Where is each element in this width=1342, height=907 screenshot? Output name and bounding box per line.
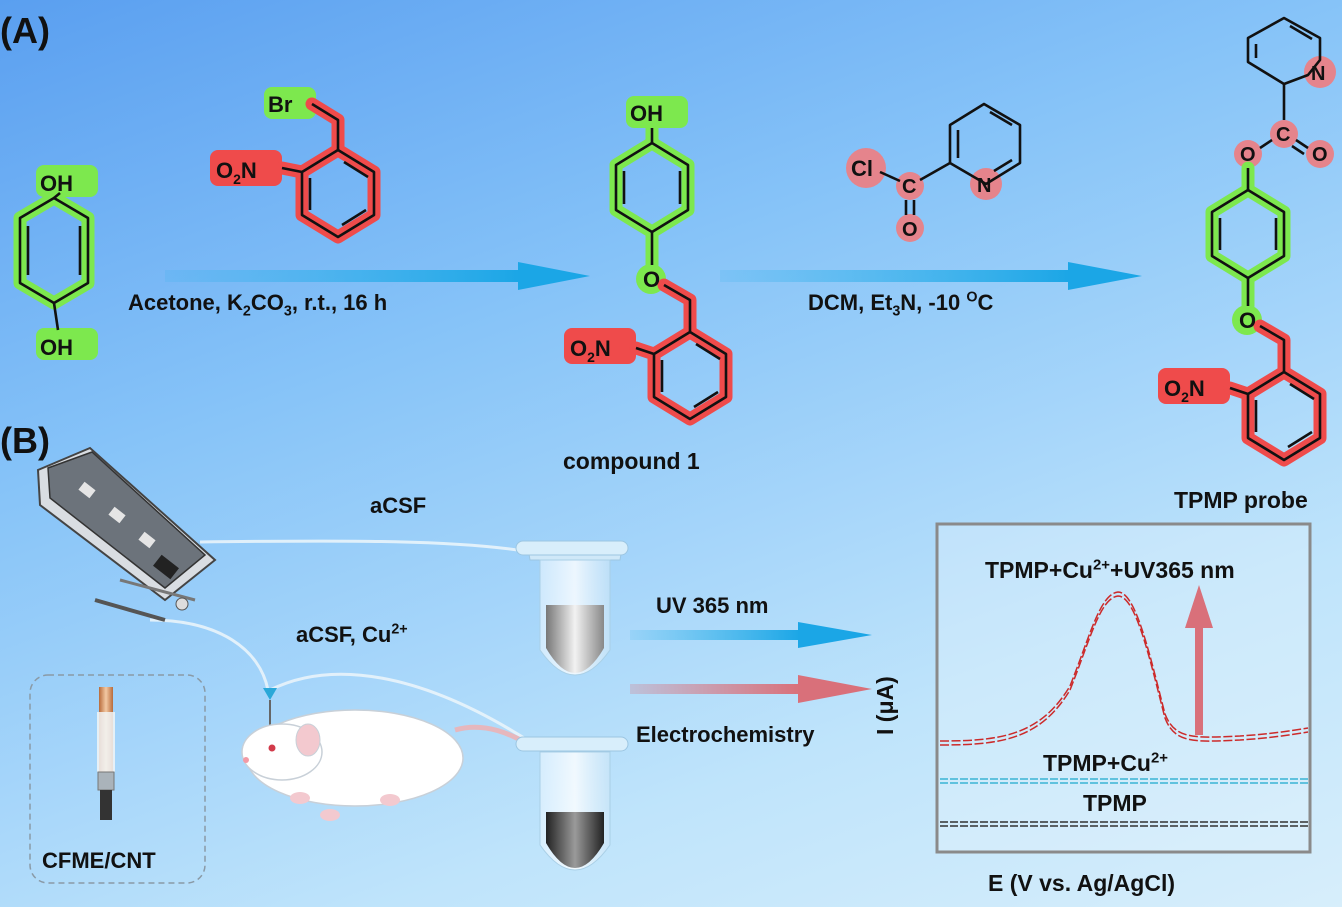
- plot-x-label: E (V vs. Ag/AgCl): [988, 870, 1175, 896]
- nitrobenzyl-bromide-structure: Br O2N: [210, 87, 381, 244]
- reaction-arrow-1: [165, 262, 590, 290]
- reaction-arrow-2: [720, 262, 1142, 290]
- rat-image: [241, 709, 532, 821]
- tpmp-probe-structure: N C O O O O2N: [1158, 16, 1336, 467]
- tubing: [149, 539, 536, 747]
- electrode-inset: [29, 674, 206, 884]
- oh-atom: OH: [630, 101, 663, 126]
- step1-conditions: Acetone, K2CO3, r.t., 16 h: [128, 290, 388, 320]
- electrode-label: CFME/CNT: [42, 848, 156, 873]
- nitro-group: O2N: [216, 158, 257, 187]
- oh-atom: OH: [40, 171, 73, 196]
- ether-oxygen: O: [1239, 308, 1256, 333]
- curve-label-tpmp: TPMP: [1083, 790, 1147, 816]
- electrochemistry-label: Electrochemistry: [636, 722, 815, 747]
- compound-1-name: compound 1: [563, 448, 700, 474]
- carbonyl-carbon: C: [902, 176, 916, 198]
- hydroquinone-structure: OH OH: [13, 165, 98, 360]
- panel-a-label: (A): [0, 10, 50, 51]
- pyridine-n: N: [977, 175, 991, 197]
- curve-label-cu: TPMP+Cu2+: [1043, 749, 1169, 776]
- nitro-group: O2N: [1164, 376, 1205, 405]
- acsf-label: aCSF: [370, 493, 427, 518]
- curve-label-uv: TPMP+Cu2++UV365 nm: [985, 556, 1235, 583]
- ester-oxygen: O: [1240, 144, 1256, 166]
- nitro-group: O2N: [570, 336, 611, 365]
- carbonyl-oxygen: O: [1312, 144, 1328, 166]
- oh-atom: OH: [40, 335, 73, 360]
- step2-conditions: DCM, Et3N, -10 OC: [808, 289, 994, 320]
- cl-atom: Cl: [851, 156, 873, 181]
- tpmp-probe-name: TPMP probe: [1174, 487, 1308, 513]
- compound-1-structure: OH O O2N: [564, 96, 733, 426]
- carbonyl-oxygen: O: [902, 219, 918, 241]
- plot-y-label: I (μA): [872, 676, 898, 735]
- uv-arrow: [630, 622, 872, 648]
- syringe-pump: [36, 446, 217, 622]
- carbonyl-carbon: C: [1276, 124, 1290, 146]
- br-atom: Br: [268, 92, 293, 117]
- electrochemistry-arrow: [630, 675, 872, 703]
- sample-tube-acsf: [515, 540, 629, 676]
- acsf-cu-label: aCSF, Cu2+: [296, 621, 408, 647]
- uv-label: UV 365 nm: [656, 593, 769, 618]
- sample-tube-acsf-cu: [515, 736, 629, 871]
- panel-b-label: (B): [0, 420, 50, 461]
- pyridine-n: N: [1311, 63, 1325, 85]
- ether-oxygen: O: [643, 267, 660, 292]
- voltammogram: [935, 522, 1312, 854]
- picolinoyl-chloride-structure: Cl C O N: [846, 102, 1022, 242]
